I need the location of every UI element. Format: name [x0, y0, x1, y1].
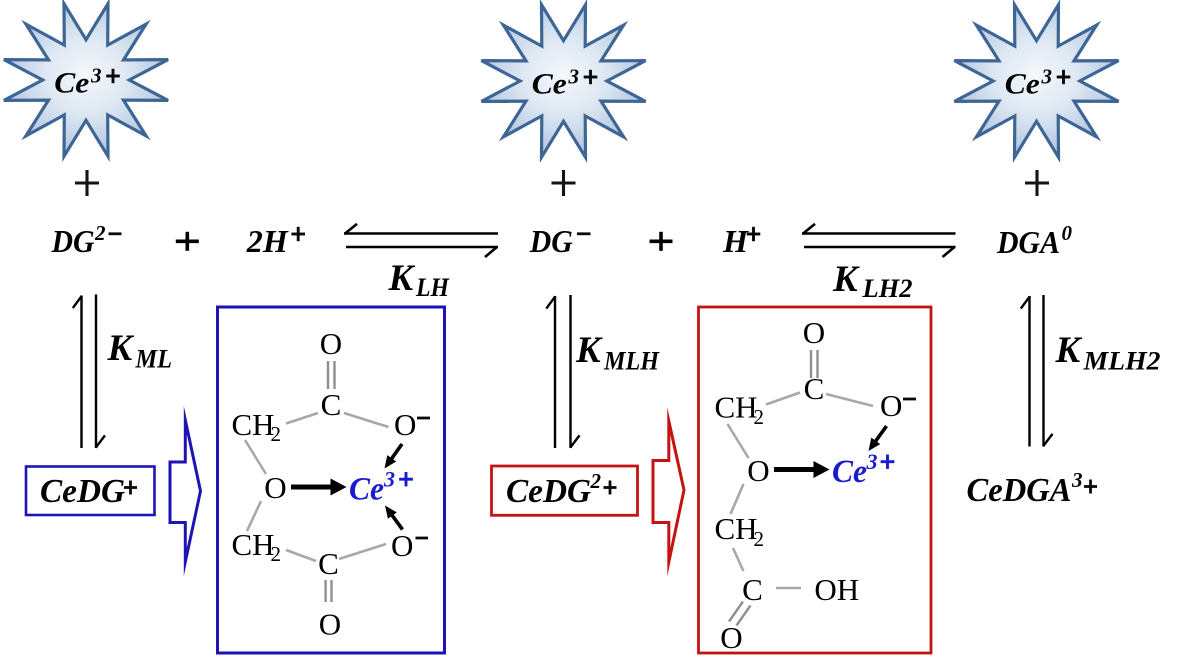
svg-text:DGA: DGA [996, 224, 1060, 260]
svg-text:LH: LH [415, 273, 450, 302]
svg-text:MLH2: MLH2 [1082, 347, 1160, 376]
svg-text:K: K [1055, 330, 1083, 371]
svg-text:C: C [742, 572, 763, 607]
svg-text:O: O [803, 315, 825, 350]
svg-text:K: K [575, 330, 603, 371]
svg-text:O: O [394, 407, 416, 442]
svg-text:C: C [804, 371, 825, 406]
svg-text:0: 0 [1062, 221, 1073, 245]
svg-text:2: 2 [754, 527, 765, 551]
svg-text:CH: CH [715, 390, 758, 425]
svg-text:3: 3 [90, 63, 102, 87]
svg-text:O: O [319, 607, 341, 642]
svg-text:3: 3 [1041, 64, 1053, 88]
svg-text:Ce: Ce [832, 454, 867, 490]
svg-text:K: K [832, 259, 860, 300]
svg-text:2: 2 [271, 422, 282, 446]
svg-text:O: O [320, 326, 342, 361]
svg-text:LH2: LH2 [861, 274, 912, 303]
svg-text:CeDGA: CeDGA [967, 472, 1072, 509]
svg-text:2: 2 [590, 469, 602, 493]
svg-text:DG: DG [529, 223, 573, 259]
svg-text:O: O [264, 470, 286, 505]
svg-text:C: C [318, 546, 339, 581]
svg-text:Ce: Ce [349, 472, 384, 508]
svg-text:CH: CH [232, 407, 275, 442]
svg-text:2: 2 [754, 405, 765, 429]
svg-text:CeDG: CeDG [506, 473, 591, 510]
svg-text:Ce: Ce [532, 68, 567, 101]
svg-text:O: O [880, 388, 902, 423]
svg-text:CH: CH [715, 511, 758, 546]
svg-text:Ce: Ce [1005, 68, 1040, 101]
svg-text:DG: DG [51, 223, 95, 259]
svg-text:ML: ML [135, 345, 172, 374]
svg-text:C: C [321, 387, 342, 422]
svg-text:O: O [747, 453, 769, 488]
svg-text:CH: CH [232, 527, 275, 562]
svg-text:2: 2 [271, 542, 282, 566]
svg-text:3: 3 [866, 449, 878, 474]
svg-text:O: O [391, 528, 413, 563]
svg-text:2H: 2H [246, 223, 289, 259]
svg-text:OH: OH [814, 572, 859, 607]
svg-text:K: K [388, 258, 416, 299]
svg-text:MLH: MLH [603, 347, 660, 376]
svg-text:O: O [720, 620, 742, 655]
svg-text:Ce: Ce [54, 67, 89, 100]
svg-text:3: 3 [1071, 468, 1083, 492]
svg-text:3: 3 [383, 467, 395, 492]
svg-text:K: K [107, 328, 135, 369]
svg-text:CeDG: CeDG [40, 473, 125, 510]
svg-text:3: 3 [568, 64, 580, 88]
svg-text:H: H [722, 223, 749, 259]
svg-text:2: 2 [94, 221, 106, 245]
